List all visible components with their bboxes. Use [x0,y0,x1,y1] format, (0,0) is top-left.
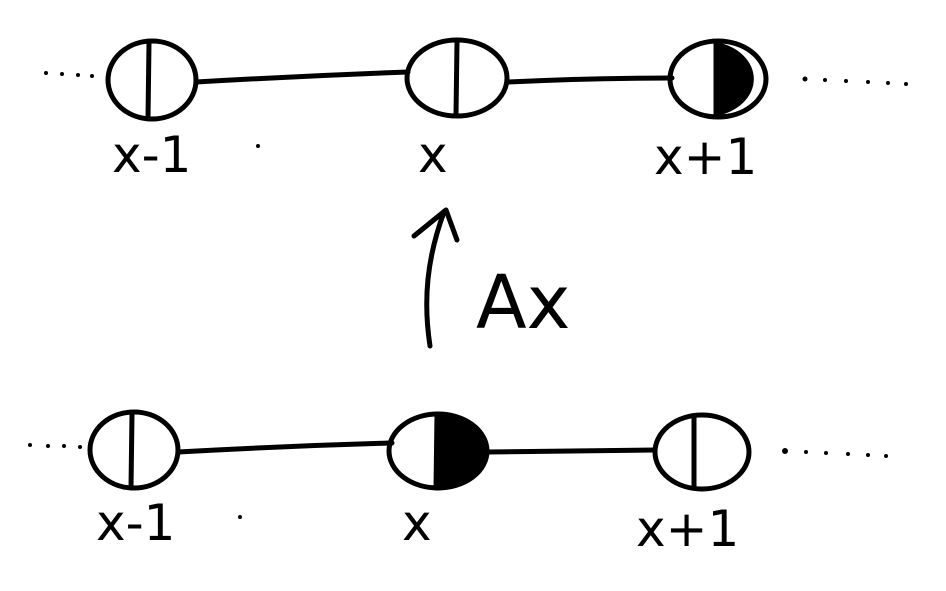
bottom-node-x-plus-1 [652,412,752,492]
top-occupied-half [716,42,754,116]
bottom-chain: x-1 x x+1 [28,409,888,558]
bottom-label-x-minus-1: x-1 [96,494,175,552]
top-node-x-minus-1 [105,38,199,122]
top-label-x: x [418,126,448,184]
arrow-shaft [424,209,447,349]
top-label-x-minus-1: x-1 [112,126,191,184]
bottom-bond-right [485,447,658,455]
top-node-x-plus-1 [667,38,769,120]
bottom-bond-left [175,440,395,455]
top-bond-right [505,75,675,85]
bottom-node-x [386,411,490,491]
bottom-occupied-half [437,414,487,488]
bottom-node-x-minus-1 [87,409,181,491]
bottom-right-ellipsis [782,448,888,458]
top-right-ellipsis [802,76,908,86]
top-bond-left [193,69,411,85]
bottom-label-x: x [402,494,432,552]
top-node-x [404,37,510,119]
operator-label: Ax [476,260,570,346]
bottom-label-x-plus-1: x+1 [636,500,739,558]
top-chain: x-1 x x+1 [44,37,908,186]
operator-arrow [411,207,460,349]
arrow-head [411,207,460,243]
bottom-left-ellipsis [28,443,82,449]
top-left-ellipsis [44,71,94,78]
top-label-x-plus-1: x+1 [654,128,757,186]
